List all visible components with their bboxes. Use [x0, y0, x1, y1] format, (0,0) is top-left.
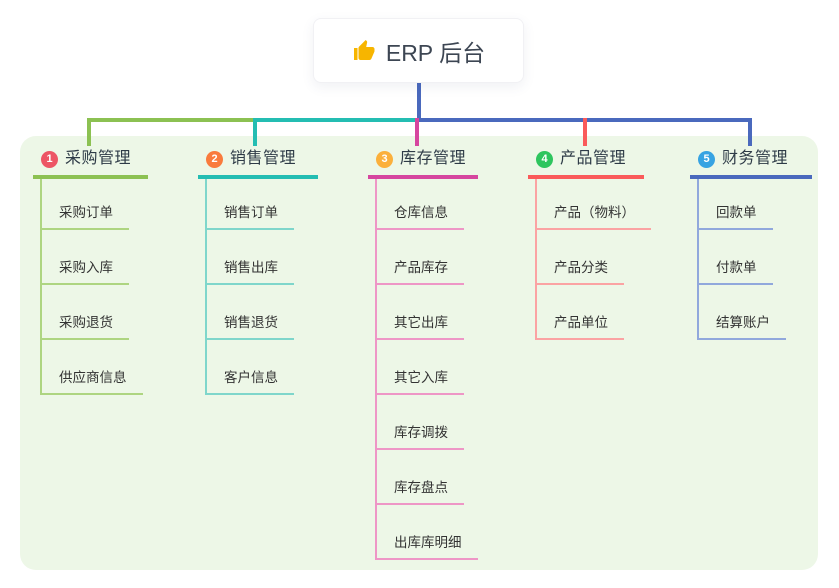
child-node[interactable]: 仓库信息: [377, 179, 478, 230]
root-node[interactable]: ERP 后台: [313, 18, 524, 83]
root-node-label: ERP 后台: [385, 39, 486, 66]
child-node-label: 库存盘点: [377, 480, 464, 505]
branch-header-4[interactable]: 4 产品管理: [528, 147, 644, 179]
branch-drop-line-3: [415, 118, 419, 146]
branch-1: 1 采购管理采购订单采购入库采购退货供应商信息: [33, 147, 148, 395]
child-node[interactable]: 产品单位: [537, 285, 651, 340]
child-node[interactable]: 其它出库: [377, 285, 478, 340]
child-node-label: 付款单: [699, 260, 773, 285]
branch-label: 库存管理: [400, 150, 467, 167]
child-node-label: 销售订单: [207, 205, 294, 230]
branch-label: 销售管理: [230, 150, 297, 167]
child-node[interactable]: 库存调拨: [377, 395, 478, 450]
child-node[interactable]: 回款单: [699, 179, 812, 230]
thumbs-up-icon: [352, 39, 376, 63]
child-node-label: 回款单: [699, 205, 773, 230]
child-node[interactable]: 销售出库: [207, 230, 318, 285]
branch-number-badge: 5: [698, 150, 715, 168]
branch-header-2[interactable]: 2 销售管理: [198, 147, 318, 179]
branch-children: 产品（物料） 产品分类产品单位: [535, 179, 651, 340]
branch-label: 产品管理: [560, 150, 627, 167]
branch-children: 销售订单销售出库销售退货客户信息: [205, 179, 318, 395]
child-node-label: 产品分类: [537, 260, 624, 285]
bus-segment-2: [253, 118, 419, 122]
branch-drop-line-5: [748, 118, 752, 146]
branch-children: 采购订单采购入库采购退货供应商信息: [40, 179, 148, 395]
branch-children: 仓库信息产品库存其它出库其它入库库存调拨库存盘点出库库明细: [375, 179, 478, 560]
child-node[interactable]: 出库库明细: [377, 505, 478, 560]
branch-header-3[interactable]: 3 库存管理: [368, 147, 478, 179]
branch-header-5[interactable]: 5 财务管理: [690, 147, 812, 179]
child-node[interactable]: 销售退货: [207, 285, 318, 340]
child-node-label: 客户信息: [207, 370, 294, 395]
branch-drop-line-4: [583, 118, 587, 146]
branch-2: 2 销售管理销售订单销售出库销售退货客户信息: [198, 147, 318, 395]
bus-segment-1: [87, 118, 253, 122]
child-node[interactable]: 客户信息: [207, 340, 318, 395]
branch-header-1[interactable]: 1 采购管理: [33, 147, 148, 179]
root-connector-line: [417, 81, 421, 122]
child-node[interactable]: 付款单: [699, 230, 812, 285]
branch-number-badge: 1: [41, 150, 58, 168]
branch-children: 回款单付款单结算账户: [697, 179, 812, 340]
branch-drop-line-1: [87, 118, 91, 146]
child-node[interactable]: 其它入库: [377, 340, 478, 395]
branch-4: 4 产品管理产品（物料） 产品分类产品单位: [528, 147, 651, 340]
child-node-label: 结算账户: [699, 315, 786, 340]
child-node[interactable]: 结算账户: [699, 285, 812, 340]
child-node-label: 销售退货: [207, 315, 294, 340]
branch-3: 3 库存管理仓库信息产品库存其它出库其它入库库存调拨库存盘点出库库明细: [368, 147, 478, 560]
child-node-label: 产品单位: [537, 315, 624, 340]
child-node-label: 供应商信息: [42, 370, 143, 395]
child-node-label: 库存调拨: [377, 425, 464, 450]
branch-number-badge: 4: [536, 150, 553, 168]
child-node-label: 采购入库: [42, 260, 129, 285]
child-node-label: 采购订单: [42, 205, 129, 230]
branch-drop-line-2: [253, 118, 257, 146]
child-node[interactable]: 供应商信息: [42, 340, 148, 395]
child-node-label: 出库库明细: [377, 535, 478, 560]
child-node-label: 产品（物料）: [537, 205, 651, 230]
child-node-label: 销售出库: [207, 260, 294, 285]
child-node[interactable]: 采购退货: [42, 285, 148, 340]
child-node[interactable]: 采购入库: [42, 230, 148, 285]
branch-5: 5 财务管理回款单付款单结算账户: [690, 147, 812, 340]
child-node-label: 采购退货: [42, 315, 129, 340]
branch-number-badge: 3: [376, 150, 393, 168]
child-node[interactable]: 产品分类: [537, 230, 651, 285]
branch-label: 财务管理: [722, 150, 789, 167]
branch-number-badge: 2: [206, 150, 223, 168]
child-node-label: 其它入库: [377, 370, 464, 395]
child-node-label: 其它出库: [377, 315, 464, 340]
child-node[interactable]: 销售订单: [207, 179, 318, 230]
branch-label: 采购管理: [65, 150, 132, 167]
branches-panel: [20, 136, 818, 570]
child-node[interactable]: 采购订单: [42, 179, 148, 230]
child-node-label: 仓库信息: [377, 205, 464, 230]
child-node[interactable]: 产品库存: [377, 230, 478, 285]
child-node[interactable]: 产品（物料）: [537, 179, 651, 230]
child-node[interactable]: 库存盘点: [377, 450, 478, 505]
child-node-label: 产品库存: [377, 260, 464, 285]
